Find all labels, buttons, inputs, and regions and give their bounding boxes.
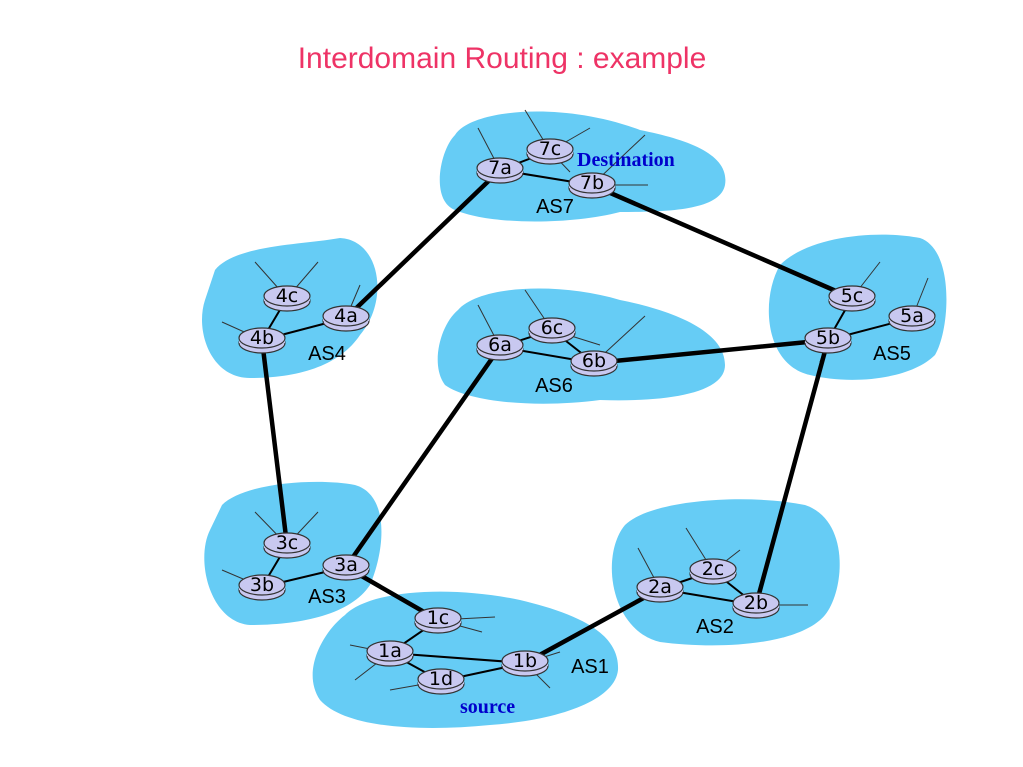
- router-label-5a: 5a: [900, 305, 924, 327]
- router-5c: 5c: [828, 285, 876, 312]
- router-7c-top: [526, 138, 574, 160]
- router-1a-top: [366, 640, 414, 662]
- router-6a: 6a: [476, 334, 524, 361]
- as-label-as4: AS4: [308, 343, 346, 365]
- router-4a-top: [322, 305, 370, 327]
- as-label-as2: AS2: [696, 616, 734, 638]
- router-3b: 3b: [238, 574, 286, 601]
- router-label-3c: 3c: [276, 532, 299, 554]
- router-4a: 4a: [322, 305, 370, 332]
- router-label-2a: 2a: [648, 576, 672, 598]
- router-6a-top: [476, 334, 524, 356]
- router-3c-top: [263, 532, 311, 554]
- router-5c-top: [828, 285, 876, 307]
- router-1c: 1c: [414, 607, 462, 634]
- as-label-as1: AS1: [571, 656, 609, 678]
- router-label-7c: 7c: [539, 138, 562, 160]
- inter-link-5b-2b: [753, 337, 831, 608]
- diagram-title: Interdomain Routing : example: [298, 42, 707, 75]
- router-3c: 3c: [263, 532, 311, 559]
- router-4c-top: [263, 285, 311, 307]
- router-6b-top: [570, 350, 618, 372]
- router-label-6b: 6b: [582, 350, 606, 372]
- router-3b-top: [238, 574, 286, 596]
- destination-label: Destination: [577, 149, 675, 171]
- router-4b-top: [238, 327, 286, 349]
- router-label-7a: 7a: [488, 157, 512, 179]
- router-label-3b: 3b: [250, 574, 274, 596]
- router-1c-top: [414, 607, 462, 629]
- router-3a-top: [322, 554, 370, 576]
- router-2c-top: [689, 558, 737, 580]
- router-label-5c: 5c: [841, 285, 864, 307]
- router-5a-top: [888, 305, 936, 327]
- router-2c: 2c: [689, 558, 737, 585]
- router-label-3a: 3a: [334, 554, 358, 576]
- router-7a-top: [476, 157, 524, 179]
- router-7a: 7a: [476, 157, 524, 184]
- inter-link-3a-6a: [343, 344, 503, 570]
- as1-cloud: [312, 591, 619, 729]
- router-label-4a: 4a: [334, 305, 358, 327]
- router-label-7b: 7b: [580, 172, 604, 194]
- as6-cloud: [437, 288, 725, 404]
- inter-link-4a-7a: [343, 167, 503, 321]
- router-label-4c: 4c: [276, 285, 299, 307]
- router-label-2b: 2b: [744, 592, 768, 614]
- router-7c: 7c: [526, 138, 574, 165]
- router-2a-top: [636, 576, 684, 598]
- as-label-as3: AS3: [308, 586, 346, 608]
- router-1b-top: [501, 650, 549, 672]
- router-label-1d: 1d: [429, 668, 453, 690]
- as-label-as6: AS6: [535, 375, 573, 397]
- router-label-6a: 6a: [488, 334, 512, 356]
- as7-cloud: [439, 111, 726, 222]
- router-1b: 1b: [501, 650, 549, 677]
- router-6c: 6c: [528, 317, 576, 344]
- router-6c-top: [528, 317, 576, 339]
- inter-link-4b-3c: [259, 337, 290, 548]
- router-7b-top: [568, 172, 616, 194]
- router-5b-top: [804, 327, 852, 349]
- router-4b: 4b: [238, 327, 286, 354]
- router-label-2c: 2c: [702, 558, 725, 580]
- router-label-5b: 5b: [816, 327, 840, 349]
- router-7b: 7b: [568, 172, 616, 199]
- router-5b: 5b: [804, 327, 852, 354]
- router-label-1a: 1a: [378, 640, 402, 662]
- router-label-1b: 1b: [513, 650, 537, 672]
- inter-link-6b-5b: [591, 337, 831, 366]
- inter-link-2a-1b: [522, 586, 663, 666]
- router-4c: 4c: [263, 285, 311, 312]
- router-label-6c: 6c: [541, 317, 564, 339]
- router-3a: 3a: [322, 554, 370, 581]
- router-5a: 5a: [888, 305, 936, 332]
- router-6b: 6b: [570, 350, 618, 377]
- router-label-1c: 1c: [427, 607, 450, 629]
- inter-link-7b-5c: [589, 182, 855, 301]
- router-2a: 2a: [636, 576, 684, 603]
- router-2b-top: [732, 592, 780, 614]
- router-2b: 2b: [732, 592, 780, 619]
- router-1d-top: [417, 668, 465, 690]
- source-label: source: [460, 696, 515, 718]
- as-label-as7: AS7: [536, 196, 574, 218]
- router-1d: 1d: [417, 668, 465, 695]
- router-label-4b: 4b: [250, 327, 274, 349]
- as-label-as5: AS5: [873, 343, 911, 365]
- router-1a: 1a: [366, 640, 414, 667]
- inter-domain-links: [259, 167, 855, 666]
